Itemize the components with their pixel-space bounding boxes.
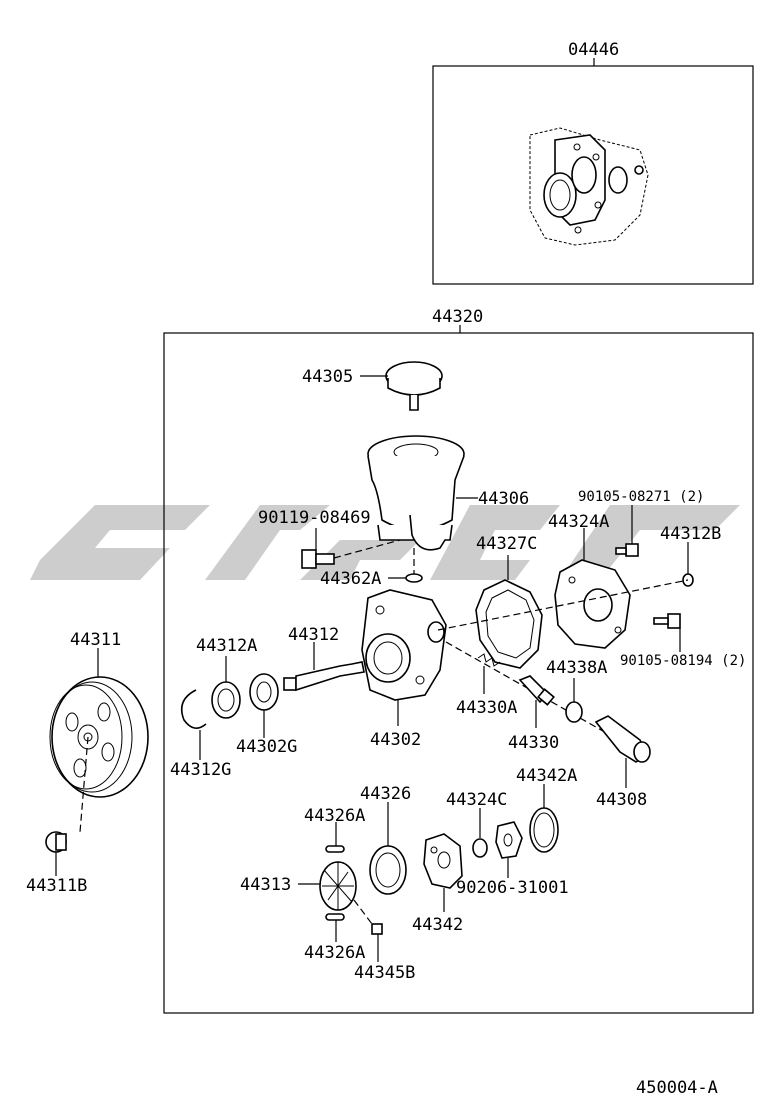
valve-44330 — [518, 675, 555, 706]
pin-44326A-top — [325, 845, 345, 853]
figure-id: 450004-A — [636, 1078, 718, 1098]
part-label-44342A: 44342A — [516, 766, 577, 786]
part-label-44327C: 44327C — [476, 534, 537, 554]
part-label-44312A: 44312A — [196, 636, 257, 656]
part-label-44311B: 44311B — [26, 876, 87, 896]
part-label-44306: 44306 — [478, 489, 529, 509]
part-label-44345B: 44345B — [354, 963, 415, 983]
side-plate-44342 — [423, 833, 463, 889]
part-label-44324A: 44324A — [548, 512, 609, 532]
gasket-kit-illustration — [529, 127, 649, 246]
part-label-44312: 44312 — [288, 625, 339, 645]
part-label-44305: 44305 — [302, 367, 353, 387]
part-label-44330: 44330 — [508, 733, 559, 753]
reservoir-44306 — [367, 435, 465, 551]
plate-90206-31001 — [495, 821, 523, 859]
bearing-44302G — [249, 673, 279, 711]
reservoir-cap-44305 — [385, 361, 443, 411]
rotor-44313 — [319, 861, 357, 911]
watermark-logo — [30, 505, 740, 580]
oring-44338A — [565, 701, 583, 723]
shaft-44312 — [283, 661, 365, 692]
bolt-90119-08469 — [301, 549, 335, 569]
part-label-44313: 44313 — [240, 875, 291, 895]
pin-44326A-bottom — [325, 913, 345, 921]
bolt-90105-08194 — [653, 613, 681, 629]
part-label-44338A: 44338A — [546, 658, 607, 678]
snap-ring-44312G — [180, 689, 207, 729]
part-label-44324C: 44324C — [446, 790, 507, 810]
gasket-44327C — [475, 579, 543, 669]
pump-cover-44324A — [554, 559, 631, 649]
cam-ring-44326 — [369, 845, 407, 895]
part-label-44330A: 44330A — [456, 698, 517, 718]
part-label-44311: 44311 — [70, 630, 121, 650]
part-label-44326: 44326 — [360, 784, 411, 804]
part-label-90119-08469: 90119-08469 — [258, 508, 371, 528]
gasket-kit-group: 04446 — [432, 40, 754, 285]
oring-44324C — [472, 838, 488, 858]
part-label-04446: 04446 — [568, 40, 619, 60]
pump-body-44302 — [361, 589, 447, 701]
part-label-90206-31001: 90206-31001 — [456, 878, 569, 898]
union-fitting-44308 — [594, 715, 651, 763]
gasket-kit-frame — [432, 65, 754, 285]
part-label-44362A: 44362A — [320, 569, 381, 589]
part-label-44326A-bottom: 44326A — [304, 943, 365, 963]
pulley-44311 — [49, 676, 149, 798]
seal-44312A — [211, 681, 241, 719]
part-label-44312B: 44312B — [660, 524, 721, 544]
part-label-44320: 44320 — [432, 307, 483, 327]
part-label-90105-08271: 90105-08271 (2) — [578, 489, 704, 505]
spring-44330A — [477, 653, 501, 667]
vane-44345B — [371, 923, 383, 935]
part-label-44312G: 44312G — [170, 760, 231, 780]
washer-44362A — [405, 573, 423, 583]
part-label-44302G: 44302G — [236, 737, 297, 757]
part-label-44326A-top: 44326A — [304, 806, 365, 826]
part-label-90105-08194: 90105-08194 (2) — [620, 653, 746, 669]
part-label-44302: 44302 — [370, 730, 421, 750]
nut-44311B — [45, 831, 67, 853]
pump-assembly-frame — [163, 332, 754, 1014]
part-label-44342: 44342 — [412, 915, 463, 935]
part-label-44308: 44308 — [596, 790, 647, 810]
